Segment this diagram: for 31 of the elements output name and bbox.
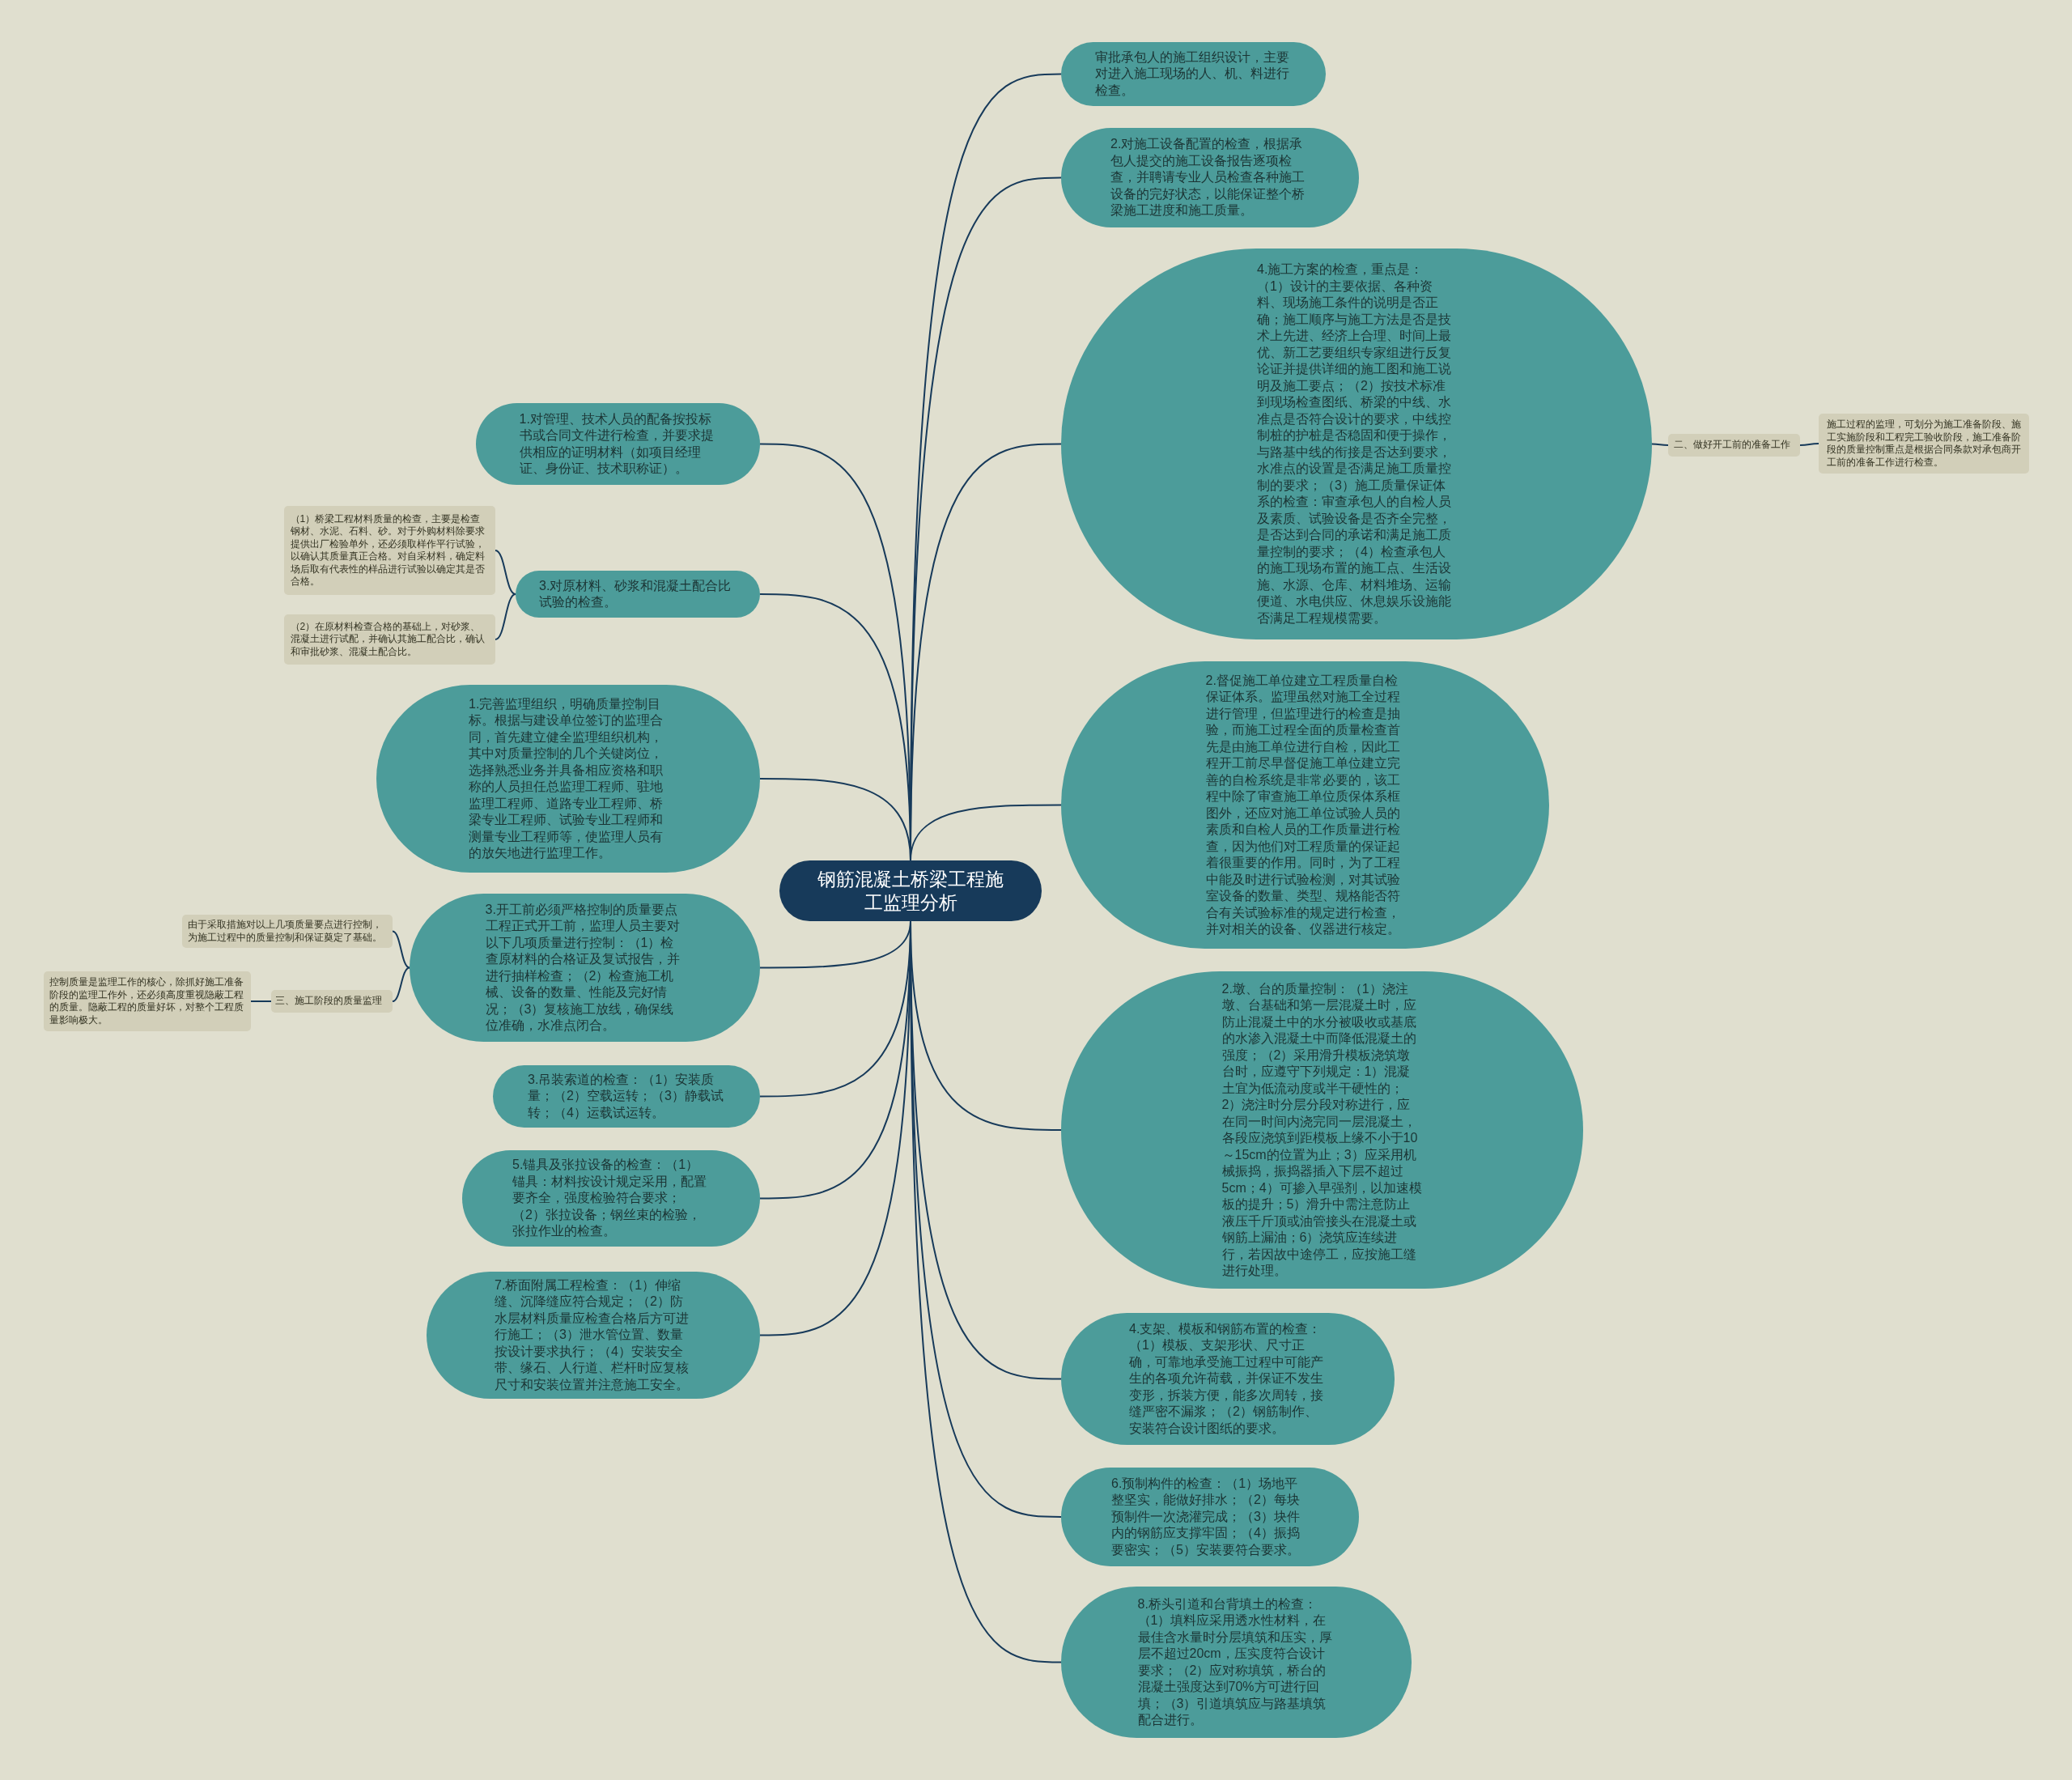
note-box: 由于采取措施对以上几项质量要点进行控制，为施工过程中的质量控制和保证奠定了基础。: [182, 915, 393, 948]
topic-box: 4.施工方案的检查，重点是：（1）设计的主要依据、各种资料、现场施工条件的说明是否正确；施工顺序与施工方法是否是技术上先进、经济上合理、时间上最优、新工艺要组织专家组进行反复论证并提供详细的施工图和施工说明及施工要点；（2）按技术标准到现场检查图纸、桥梁的中线、水准点是否符合设计的要求，中线控制桩的护桩是否稳固和便于操作，与路基中线的衔接是否达到要求，水准点的设置是否满足施工质量控制的要求；（3）施工质量保证体系的检查：审查承包人的自检人员及素质、试验设备是否齐全完整，是否达到合同的承诺和满足施工质量控制的要求；（4）检查承包人的施工现场布置的施工点、生活设施、水源、仓库、材料堆场、运输便道、水电供应、休息娱乐设施能否满足工程规模需要。: [1061, 249, 1652, 639]
connector-line: [495, 593, 516, 640]
connector-line: [495, 550, 516, 595]
note-box: 施工过程的监理，可划分为施工准备阶段、施工实施阶段和工程完工验收阶段，施工准备阶段的质量控制重点是根据合同条款对承包商开工前的准备工作进行检查。: [1819, 414, 2029, 474]
connector-line: [392, 930, 410, 969]
topic-box: 审批承包人的施工组织设计，主要对进入施工现场的人、机、料进行检查。: [1061, 42, 1326, 106]
topic-box: 5.锚具及张拉设备的检查：（1）锚具：材料按设计规定采用，配置要齐全，强度检验符合要求；（2）张拉设备；钢丝束的检验，张拉作业的检查。: [462, 1150, 760, 1247]
topic-box: 2.墩、台的质量控制：（1）浇注墩、台基础和第一层混凝土时，应防止混凝土中的水分被吸收或基底的水渗入混凝土中而降低混凝土的强度；（2）采用滑升模板浇筑墩台时，应遵守下列规定：1）混凝土宜为低流动度或半干硬性的；2）浇注时分层分段对称进行，应在同一时间内浇完同一层混凝土，各段应浇筑到距模板上缘不小于10～15cm的位置为止；3）应采用机械振捣，振捣器插入下层不超过5cm；4）可掺入早强剂，以加速模板的提升；5）滑升中需注意防止液压千斤顶或油管接头在混凝土或钢筋上漏油；6）浇筑应连续进行，若因故中途停工，应按施工缝进行处理。: [1061, 971, 1583, 1289]
topic-box: 2.对施工设备配置的检查，根据承包人提交的施工设备报告逐项检查，并聘请专业人员检查各种施工设备的完好状态，以能保证整个桥梁施工进度和施工质量。: [1061, 128, 1359, 227]
note-box: 三、施工阶段的质量监理: [271, 990, 393, 1013]
note-box: （1）桥梁工程材料质量的检查，主要是检查钢材、水泥、石料、砂。对于外购材料除要求提供出厂检验单外，还必须取样作平行试验，以确认其质量真正合格。对自采材料，确定料场后取有代表性的样品进行试验以确定其是否合格。: [284, 506, 495, 595]
connector-line: [250, 1000, 272, 1002]
topic-box: 8.桥头引道和台背填土的检查：（1）填料应采用透水性材料，在最佳含水量时分层填筑和压实，厚层不超过20cm，压实度符合设计要求；（2）应对称填筑，桥台的混凝土强度达到70%方可进行回填；（3）引道填筑应与路基填筑配合进行。: [1061, 1587, 1412, 1738]
note-box: 二、做好开工前的准备工作: [1668, 434, 1800, 457]
topic-box: 3.开工前必须严格控制的质量要点工程正式开工前，监理人员主要对以下几项质量进行控制：（1）检查原材料的合格证及复试报告，并进行抽样检查；（2）检查施工机械、设备的数量、性能及完好情况；（3）复核施工放线，确保线位准确，水准点闭合。: [410, 894, 760, 1042]
note-box: 控制质量是监理工作的核心，除抓好施工准备阶段的监理工作外，还必须高度重视隐蔽工程的质量。隐蔽工程的质量好坏，对整个工程质量影响极大。: [44, 971, 251, 1031]
topic-box: 2.督促施工单位建立工程质量自检保证体系。监理虽然对施工全过程进行管理，但监理进行的检查是抽验，而施工过程全面的质量检查首先是由施工单位进行自检，因此工程开工前尽早督促施工单位建立完善的自检系统是非常必要的，该工程中除了审查施工单位质保体系框图外，还应对施工单位试验人员的素质和自检人员的工作质量进行检查，因为他们对工程质量的保证起着很重要的作用。同时，为了工程中能及时进行试验检测，对其试验室设备的数量、类型、规格能否符合有关试验标准的规定进行检查，并对相关的设备、仪器进行核定。: [1061, 661, 1549, 949]
connector-line: [1651, 443, 1669, 446]
central-topic: 钢筋混凝土桥梁工程施工监理分析: [779, 860, 1042, 921]
topic-box: 3.吊装索道的检查：（1）安装质量；（2）空载运转；（3）静载试转；（4）运载试运转。: [493, 1065, 760, 1128]
topic-box: 1.完善监理组织，明确质量控制目标。根据与建设单位签订的监理合同，首先建立健全监理组织机构，其中对质量控制的几个关键岗位，选择熟悉业务并具备相应资格和职称的人员担任总监理工程师、驻地监理工程师、道路专业工程师、桥梁专业工程师、试验专业工程师和测量专业工程师等，使监理人员有的放矢地进行监理工作。: [376, 685, 760, 873]
topic-box: 6.预制构件的检查：（1）场地平整坚实，能做好排水；（2）每块预制件一次浇灌完成；（3）块件内的钢筋应支撑牢固；（4）振捣要密实；（5）安装要符合要求。: [1061, 1468, 1359, 1566]
connector-line: [759, 778, 911, 861]
connector-line: [1799, 443, 1819, 446]
topic-box: 7.桥面附属工程检查：（1）伸缩缝、沉降缝应符合规定；（2）防水层材料质量应检查合格后方可进行施工；（3）泄水管位置、数量按设计要求执行；（4）安装安全带、缘石、人行道、栏杆时应复核尺寸和安装位置并注意施工安全。: [427, 1272, 760, 1399]
topic-box: 3.对原材料、砂浆和混凝土配合比试验的检查。: [516, 571, 760, 618]
note-box: （2）在原材料检查合格的基础上，对砂浆、混凝土进行试配，并确认其施工配合比，确认和审批砂浆、混凝土配合比。: [284, 614, 495, 665]
topic-box: 1.对管理、技术人员的配备按投标书或合同文件进行检查，并要求提供相应的证明材料（如项目经理证、身份证、技术职称证）。: [476, 403, 760, 485]
connector-line: [392, 966, 410, 1002]
topic-box: 4.支架、模板和钢筋布置的检查：（1）模板、支架形状、尺寸正确，可靠地承受施工过程中可能产生的各项允许荷载，并保证不发生变形，拆装方便，能多次周转，接缝严密不漏浆；（2）钢筋制作、安装符合设计图纸的要求。: [1061, 1313, 1395, 1445]
